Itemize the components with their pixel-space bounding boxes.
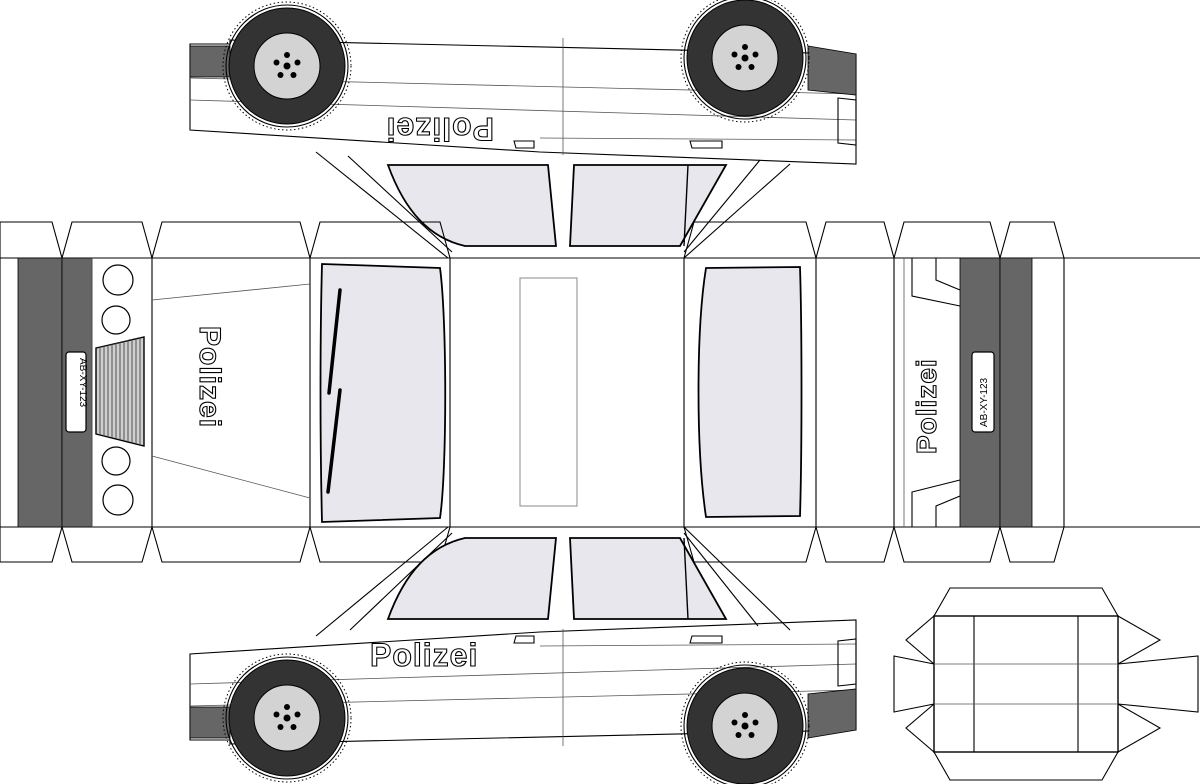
rear-side-window-top	[386, 164, 557, 247]
grille-icon	[95, 336, 145, 447]
rear-bumper-band-inner	[999, 257, 1033, 528]
polizei-marking-trunk: Polizei	[911, 358, 942, 454]
wiper-icon	[326, 388, 342, 494]
polizei-marking-hood: Polizei	[193, 326, 226, 428]
rear-side-window-bottom	[386, 537, 557, 620]
license-plate-front	[65, 351, 87, 433]
headlight-icon	[102, 264, 134, 296]
rear-bumper-top	[189, 45, 231, 78]
headlight-icon	[101, 446, 131, 476]
front-bumper-top	[807, 45, 857, 96]
center-strip: AB-XY-123 Polizei	[0, 221, 1200, 637]
front-bumper-band	[17, 257, 63, 528]
windshield-panel	[319, 263, 447, 523]
headlight-icon	[101, 305, 131, 335]
license-plate-text-front: AB-XY-123	[77, 358, 88, 408]
front-side-window-top	[569, 164, 728, 247]
headlight-icon	[102, 484, 134, 516]
rear-bumper-bottom	[189, 706, 231, 739]
wheel-icon	[680, 0, 810, 123]
rear-end-panel: AB-XY-123 Polizei	[903, 257, 1033, 528]
hood-panel: Polizei	[151, 283, 311, 499]
roof-light-outline	[519, 277, 578, 507]
polizei-marking-bottom: Polizei	[370, 637, 478, 673]
door-handle-icon	[513, 635, 535, 644]
license-plate-rear	[971, 351, 995, 433]
license-plate-text-rear: AB-XY-123	[979, 377, 990, 427]
wheel-icon	[222, 1, 352, 131]
side-panel-bottom: Polizei	[189, 537, 857, 784]
wheel-icon	[680, 661, 810, 784]
side-panel-top: Polizei	[189, 0, 857, 259]
roof-panel	[519, 277, 578, 507]
front-end-panel: AB-XY-123	[17, 257, 145, 528]
polizei-marking-top: Polizei	[386, 111, 494, 147]
windshield	[319, 263, 447, 523]
front-side-window-bottom	[569, 537, 728, 620]
wiper-icon	[327, 288, 342, 395]
front-bumper-bottom	[807, 688, 857, 739]
door-handle-icon	[513, 140, 535, 149]
wheel-icon	[222, 653, 352, 783]
support-box-net	[893, 587, 1199, 781]
rear-window	[697, 266, 803, 518]
rear-window-panel	[697, 266, 803, 518]
